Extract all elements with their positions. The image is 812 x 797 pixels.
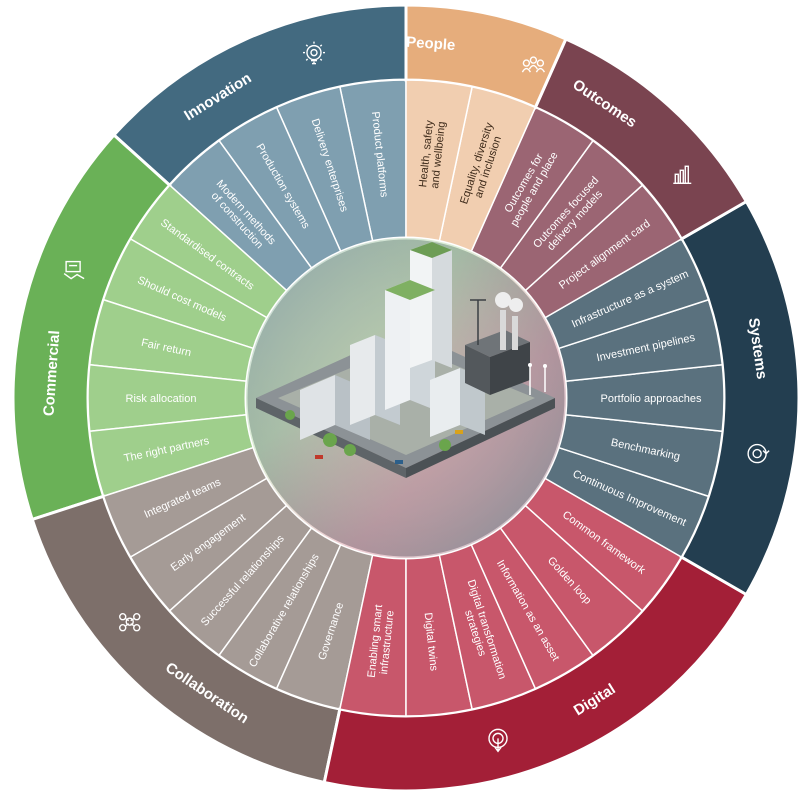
item-investment-pipelines: Investment pipelines [557, 298, 724, 383]
touch-target-icon [488, 728, 508, 753]
item-outcomes-for-people-and-place: Outcomes forpeople and place [470, 106, 594, 270]
people-group-icon [521, 56, 546, 73]
network-people-icon [119, 613, 141, 632]
center-hub [244, 236, 568, 560]
item-label-line: Risk allocation [126, 393, 197, 405]
item-portfolio-approaches: Portfolio approaches [564, 363, 725, 433]
item-benchmarking: Benchmarking [557, 413, 724, 498]
category-title-commercial: Commercial [40, 330, 63, 417]
item-the-right-partners: The right partners [88, 413, 255, 498]
item-label: Portfolio approaches [601, 393, 702, 405]
category-systems: Continuous ImprovementBenchmarkingPortfo… [543, 199, 801, 597]
city-illustration [256, 242, 555, 478]
gear-lightbulb-icon [302, 41, 325, 65]
bar-chart-icon [673, 165, 692, 184]
item-label-line: Portfolio approaches [601, 393, 702, 405]
item-enabling-smart-infrastructure: Enabling smartinfrastructure [338, 553, 407, 717]
item-risk-allocation: Risk allocation [87, 363, 248, 433]
item-product-platforms: Product platforms [338, 79, 407, 243]
category-title-people: People [406, 34, 456, 54]
category-people: Equality, diversityand inclusionHealth, … [404, 3, 568, 253]
cycle-gear-icon [747, 443, 770, 464]
item-label: Risk allocation [126, 393, 197, 405]
item-health-safety-and-wellbeing: Health, safetyand wellbeing [405, 79, 474, 243]
item-equality-diversity-and-inclusion: Equality, diversityand inclusion [438, 86, 537, 253]
item-digital-twins: Digital twins [405, 553, 474, 717]
item-fair-return: Fair return [88, 298, 255, 383]
handshake-icon [63, 260, 85, 280]
